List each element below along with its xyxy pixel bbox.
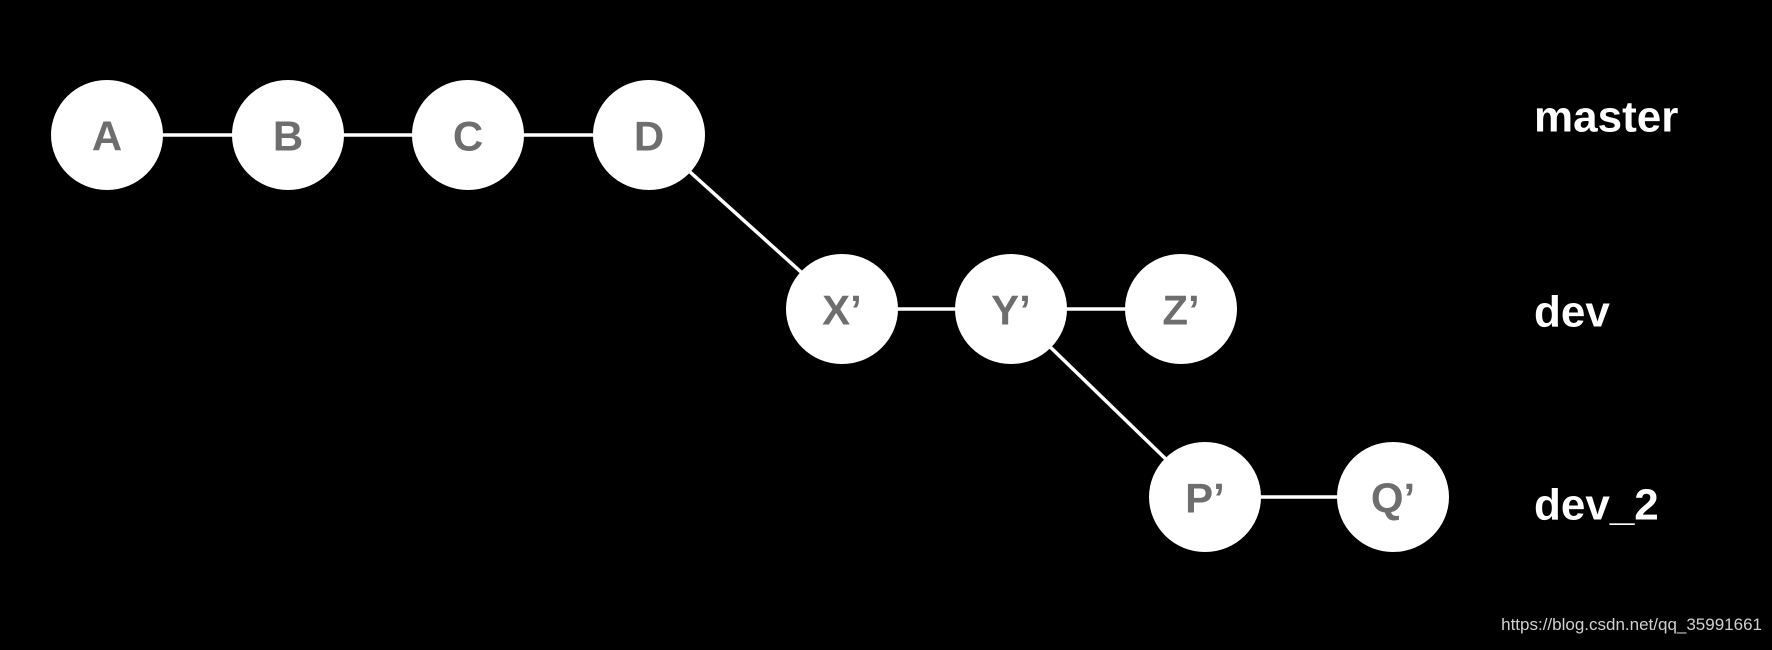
commit-circle-a: [51, 80, 163, 190]
commit-circle-d: [593, 80, 705, 190]
commit-label-x-prime: X’: [822, 287, 862, 334]
commit-circle-x-prime: [786, 254, 898, 364]
commit-circle-c: [412, 80, 524, 190]
commit-label-y-prime: Y’: [991, 287, 1031, 334]
commit-node-a: A: [51, 80, 163, 190]
commit-node-y-prime: Y’: [955, 254, 1067, 364]
commit-circle-b: [232, 80, 344, 190]
commit-circle-p-prime: [1149, 442, 1261, 552]
commit-label-z-prime: Z’: [1162, 287, 1199, 334]
watermark-url: https://blog.csdn.net/qq_35991661: [1501, 615, 1762, 634]
commit-node-p-prime: P’: [1149, 442, 1261, 552]
branch-label-master: master: [1534, 93, 1678, 142]
commit-node-x-prime: X’: [786, 254, 898, 364]
commit-label-p-prime: P’: [1185, 475, 1225, 522]
commit-circle-z-prime: [1125, 254, 1237, 364]
commit-node-b: B: [232, 80, 344, 190]
commit-node-d: D: [593, 80, 705, 190]
commit-label-c: C: [453, 113, 483, 160]
commit-label-a: A: [92, 113, 122, 160]
branch-label-dev: dev: [1534, 288, 1610, 337]
commit-circle-y-prime: [955, 254, 1067, 364]
commit-label-q-prime: Q’: [1371, 475, 1415, 522]
commit-node-z-prime: Z’: [1125, 254, 1237, 364]
branch-label-dev-2: dev_2: [1534, 481, 1659, 530]
commit-node-q-prime: Q’: [1337, 442, 1449, 552]
commit-node-c: C: [412, 80, 524, 190]
commit-circle-q-prime: [1337, 442, 1449, 552]
commit-label-d: D: [634, 113, 664, 160]
commit-label-b: B: [273, 113, 303, 160]
